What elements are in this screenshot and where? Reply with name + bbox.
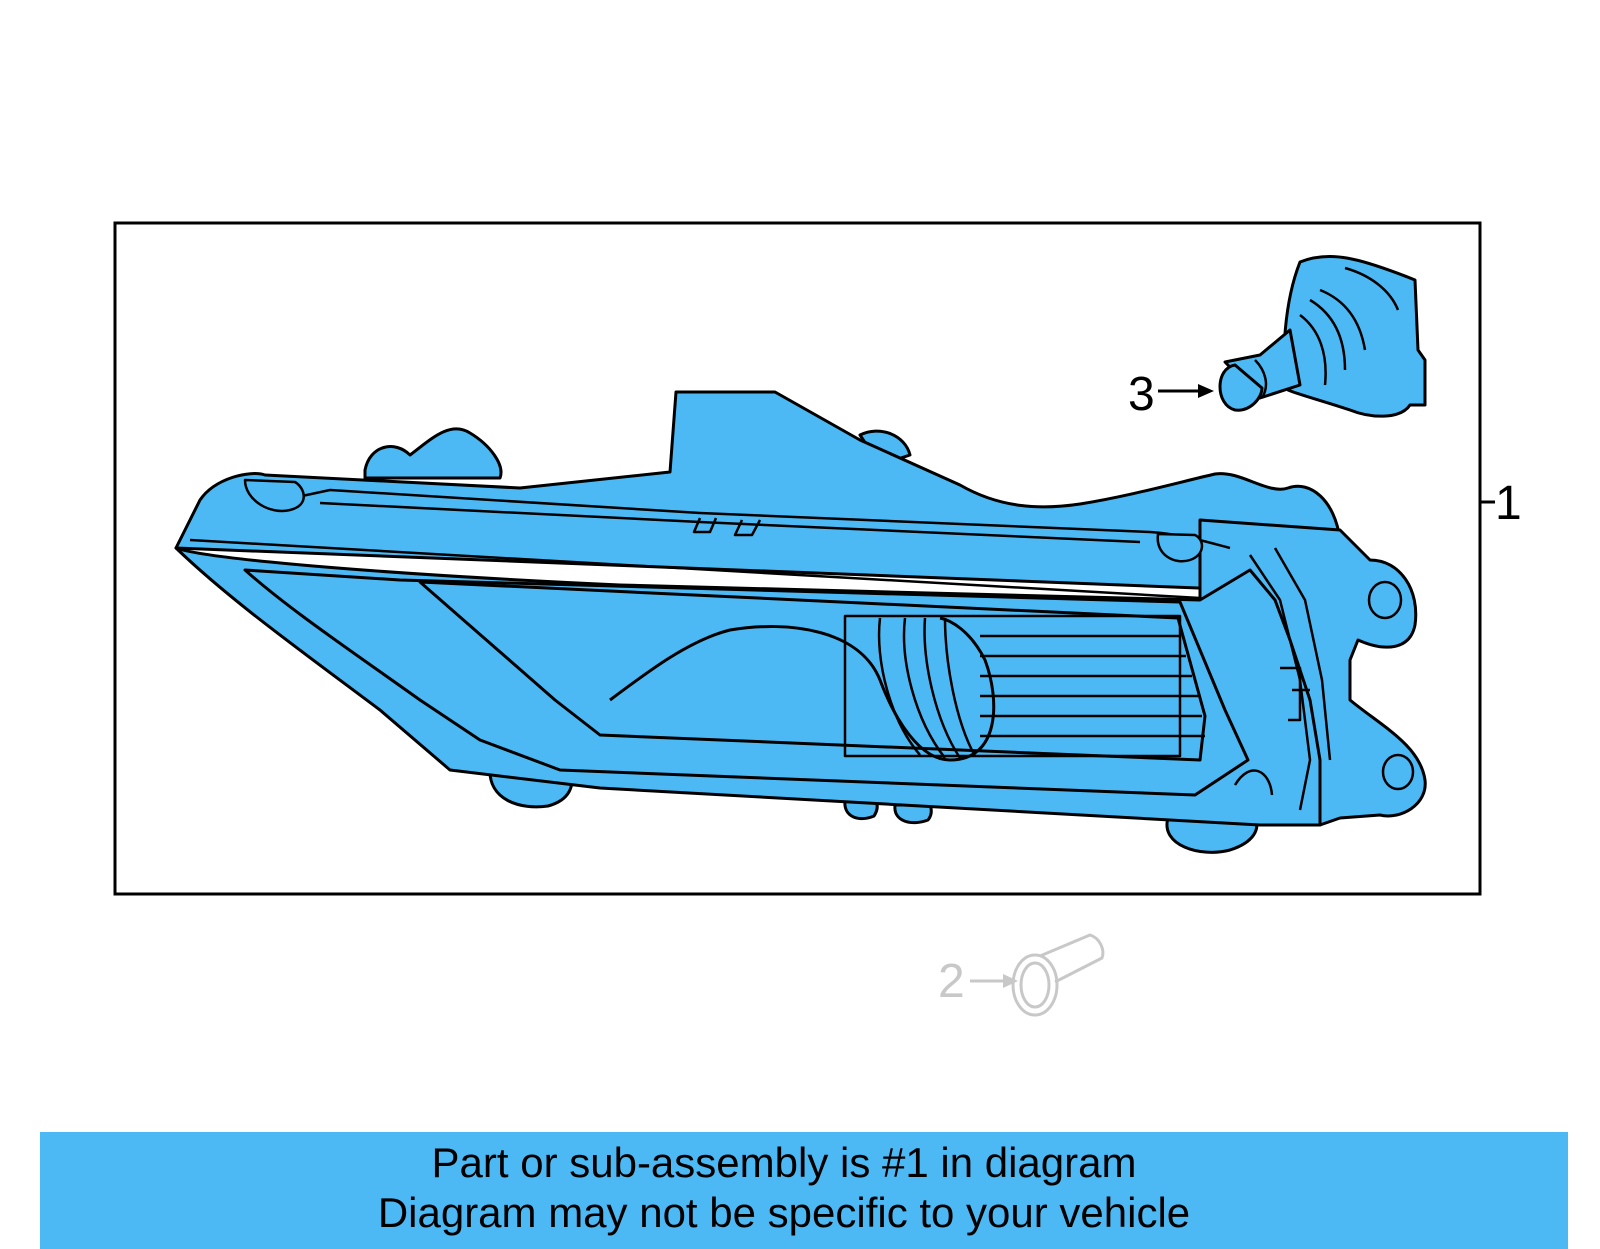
banner-line-2: Diagram may not be specific to your vehi… — [377, 1189, 1191, 1236]
callout-1[interactable]: 1 — [1480, 477, 1522, 530]
reflector-ribs — [843, 614, 1205, 759]
callout-3[interactable]: 3 — [1128, 368, 1214, 421]
bulb-socket — [1282, 254, 1427, 418]
bulb-glass — [1218, 363, 1264, 412]
info-banner: Part or sub-assembly is #1 in diagram Di… — [40, 1134, 1568, 1249]
screw-head — [1011, 953, 1059, 1017]
bezel-top-lines — [189, 478, 1231, 600]
screw[interactable] — [1011, 933, 1105, 1017]
assembly-frame — [113, 221, 1482, 896]
bulb[interactable] — [1218, 254, 1427, 418]
lamp-housing-upper — [174, 390, 1342, 592]
callout-2-arrow — [1003, 974, 1018, 988]
fog-lamp-assembly[interactable] — [174, 390, 1427, 854]
lamp-lens-inner — [418, 580, 1207, 762]
callout-2-label: 2 — [938, 955, 965, 1008]
banner-background — [40, 1132, 1568, 1249]
lamp-top-boss-left — [363, 427, 503, 480]
banner-line-1: Part or sub-assembly is #1 in diagram — [431, 1139, 1137, 1186]
lamp-lens — [243, 568, 1250, 797]
callout-3-label: 3 — [1128, 368, 1155, 421]
callout-2[interactable]: 2 — [938, 955, 1018, 1008]
callout-3-arrow — [1198, 384, 1214, 398]
callout-1-label: 1 — [1495, 477, 1522, 530]
bulb-details — [1254, 266, 1400, 399]
housing-right-details — [1233, 547, 1415, 811]
screw-shank — [1039, 933, 1105, 984]
